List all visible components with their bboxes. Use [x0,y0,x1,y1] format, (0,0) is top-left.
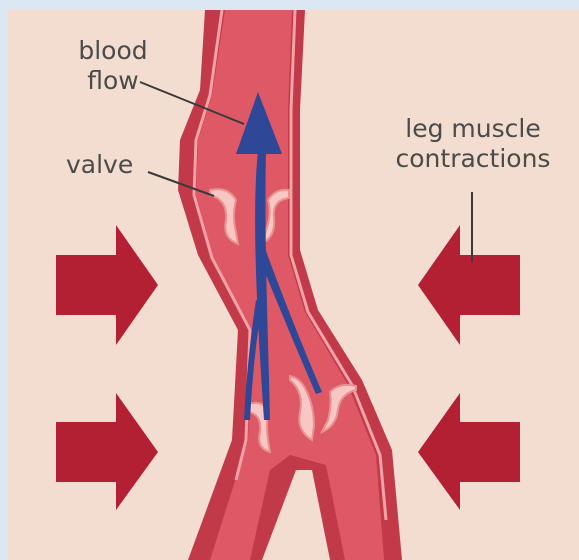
top-frame-band [0,0,579,10]
leg-muscle-label: leg muscle contractions [378,114,568,174]
blood-flow-label-line2: flow [58,66,168,96]
blood-flow-label: blood flow [58,36,168,96]
leg-muscle-label-line2: contractions [378,144,568,174]
illustration-panel: blood flow valve leg muscle contractions [8,10,579,560]
muscle-arrow-right-lower [418,393,520,510]
left-frame-band [0,0,8,560]
muscle-arrow-left-upper [56,225,158,345]
muscle-arrow-left-lower [56,393,158,510]
muscle-arrow-right-upper [418,225,520,345]
leg-muscle-label-line1: leg muscle [378,114,568,144]
blood-flow-label-line1: blood [58,36,168,66]
valve-label: valve [66,150,133,180]
